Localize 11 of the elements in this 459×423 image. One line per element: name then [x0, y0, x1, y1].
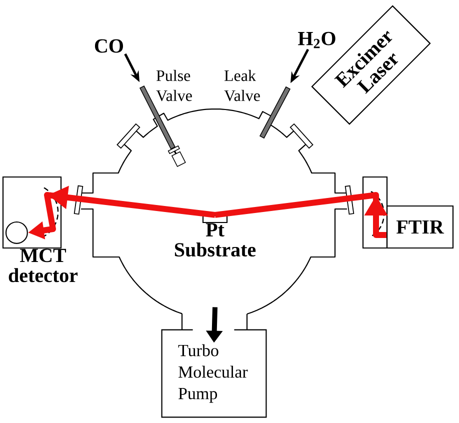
substrate: Pt Substrate: [174, 214, 256, 257]
node-label: MCT detector: [8, 248, 78, 282]
valve-label: Pulse Valve: [156, 70, 192, 102]
detector-box: MCT detector: [2, 176, 78, 282]
spectrometer-box: FTIR: [386, 205, 454, 249]
detector-circle: [5, 221, 28, 244]
vacuum-chamber: [80, 108, 348, 315]
gas-label: CO: [94, 39, 124, 53]
valve-label: Leak Valve: [224, 70, 260, 102]
node-label: Pt Substrate: [174, 223, 256, 257]
pump-box: Turbo Molecular Pump: [161, 329, 267, 418]
